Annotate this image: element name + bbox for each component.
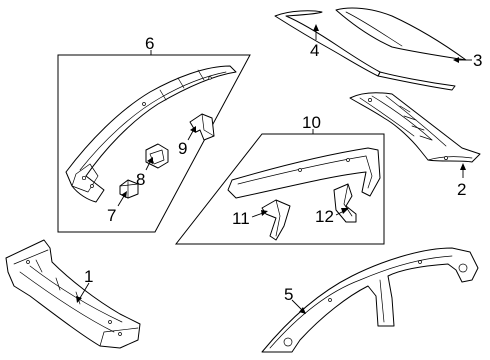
- leader-5: [291, 299, 306, 314]
- callout-3: 3: [473, 51, 482, 70]
- callout-11: 11: [232, 209, 250, 228]
- part-roof-molding: [274, 10, 381, 77]
- callout-1: 1: [84, 267, 93, 286]
- callout-12: 12: [315, 207, 334, 226]
- part-clip-11: [261, 199, 291, 241]
- part-roof-panel: [335, 7, 467, 91]
- leader-2: [460, 163, 466, 178]
- leader-12: [335, 208, 349, 216]
- leader-7: [117, 191, 127, 207]
- callout-4: 4: [310, 41, 319, 60]
- callout-5: 5: [284, 285, 293, 304]
- callout-10: 10: [302, 113, 321, 132]
- callout-6: 6: [145, 34, 154, 53]
- group-box-6: [57, 54, 251, 233]
- part-clip-9: [189, 113, 215, 141]
- callout-2: 2: [457, 180, 466, 199]
- group-box-10: [174, 133, 385, 245]
- part-roof-header: [349, 92, 481, 163]
- leader-1: [76, 282, 90, 303]
- part-windshield-frame: [5, 239, 141, 349]
- leader-9: [187, 126, 196, 141]
- part-inner-rail: [227, 147, 381, 199]
- part-side-frame: [261, 247, 479, 353]
- callout-7: 7: [107, 206, 116, 225]
- leader-3: [453, 57, 472, 63]
- callout-8: 8: [136, 170, 145, 189]
- callout-9: 9: [178, 139, 187, 158]
- part-clip-12: [333, 183, 357, 223]
- part-a-pillar: [65, 65, 237, 203]
- leader-8: [145, 157, 153, 171]
- leader-11: [251, 210, 268, 218]
- leader-4: [313, 24, 319, 40]
